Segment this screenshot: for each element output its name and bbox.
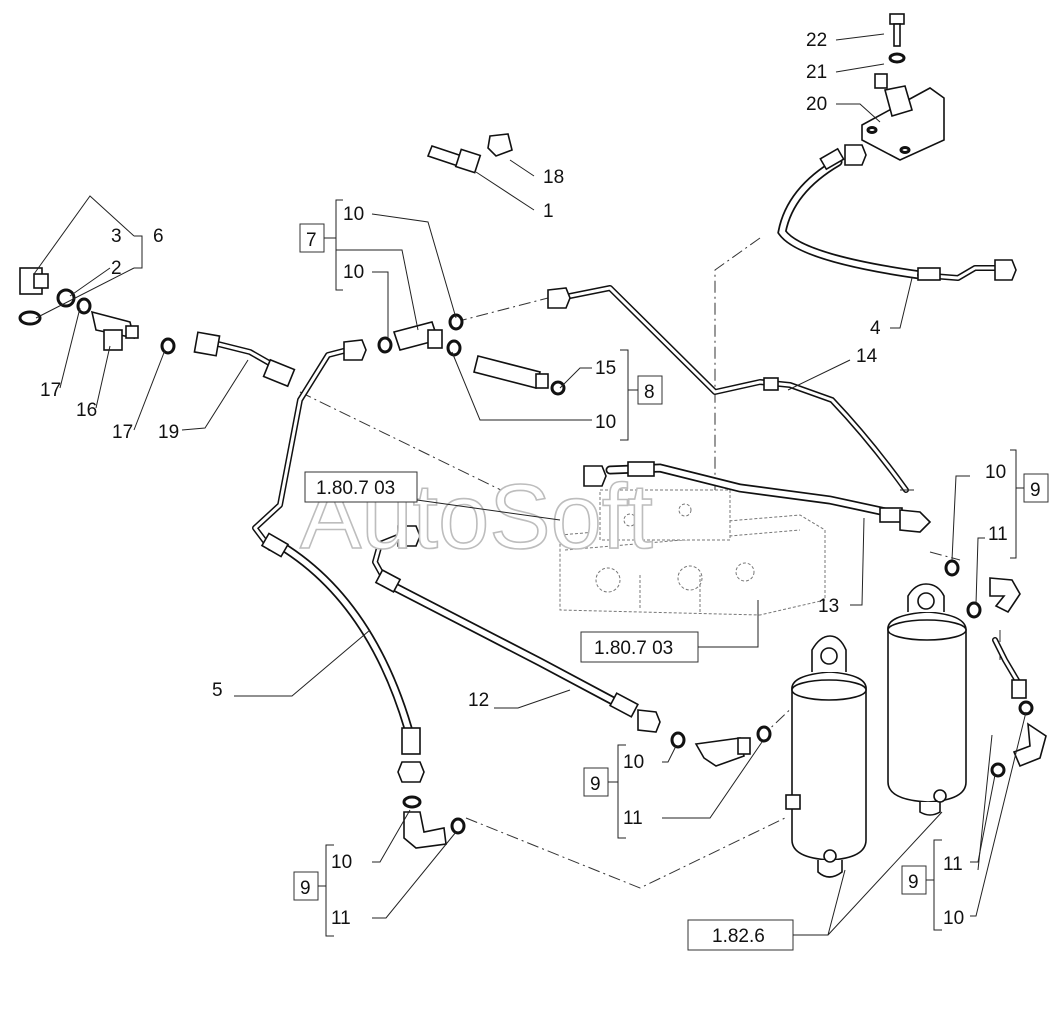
group-box-9-bottom-right: 9 xyxy=(901,839,942,931)
callout-5: 5 xyxy=(212,680,223,701)
pipe-14 xyxy=(547,285,914,493)
group-box-9-mid: 9 xyxy=(583,744,626,839)
ref-label-valve-bottom: 1.80.7 03 xyxy=(594,638,673,659)
group-box-8: 8 xyxy=(620,349,663,441)
callout-22: 22 xyxy=(806,30,827,51)
callout-11-right: 11 xyxy=(988,524,1008,545)
hose-4 xyxy=(777,144,1017,281)
hose-13 xyxy=(583,461,932,533)
callout-10-mid: 10 xyxy=(595,412,616,433)
group-box-7: 7 xyxy=(299,199,343,291)
callout-1: 1 xyxy=(543,201,554,222)
callout-9-bottom-right: 9 xyxy=(908,872,919,893)
ref-box-valve-top[interactable]: 1.80.7 03 xyxy=(304,471,418,503)
callout-10-left: 10 xyxy=(331,852,352,873)
callout-numbers: 22 21 20 18 1 3 6 2 10 10 4 14 15 10 17 … xyxy=(40,30,1008,929)
callout-11-left: 11 xyxy=(331,908,351,929)
callout-13: 13 xyxy=(818,596,839,617)
hose-right-cylinder xyxy=(992,637,1027,699)
hose-5 xyxy=(252,339,425,783)
callout-11-center: 11 xyxy=(623,808,643,829)
valve-block-ghost xyxy=(559,489,826,616)
fittings xyxy=(18,13,1047,849)
callout-19: 19 xyxy=(158,422,179,443)
callout-20: 20 xyxy=(806,94,827,115)
callout-10-top-a: 10 xyxy=(343,204,364,225)
hose-12 xyxy=(372,525,661,733)
callout-leaders xyxy=(33,33,1027,919)
callout-4: 4 xyxy=(870,318,881,339)
group-box-9-right: 9 xyxy=(1010,449,1049,559)
callout-10-bottom-right: 10 xyxy=(943,908,964,929)
callout-14: 14 xyxy=(856,346,878,367)
hose-left-upper xyxy=(193,331,296,388)
callout-9-left: 9 xyxy=(300,878,311,899)
ref-box-cylinders[interactable]: 1.82.6 xyxy=(687,919,794,951)
callout-8: 8 xyxy=(644,382,655,403)
callout-10-right: 10 xyxy=(985,462,1006,483)
group-box-9-left: 9 xyxy=(293,844,334,937)
callout-3: 3 xyxy=(111,226,122,247)
callout-11-bottom-right: 11 xyxy=(943,854,963,875)
callout-9-right: 9 xyxy=(1030,480,1041,501)
callout-6: 6 xyxy=(153,226,164,247)
cylinder-right xyxy=(887,583,967,816)
ref-box-valve-bottom[interactable]: 1.80.7 03 xyxy=(580,631,699,663)
ref-label-valve-top: 1.80.7 03 xyxy=(316,478,395,499)
callout-21: 21 xyxy=(806,62,827,83)
callout-2: 2 xyxy=(111,258,122,279)
callout-18: 18 xyxy=(543,167,564,188)
callout-17-b: 17 xyxy=(112,422,133,443)
watermark: AutoSoft xyxy=(300,466,653,568)
callout-10-center: 10 xyxy=(623,752,644,773)
ref-label-cylinders: 1.82.6 xyxy=(712,926,765,947)
callout-16: 16 xyxy=(76,400,97,421)
callout-9-mid: 9 xyxy=(590,774,601,795)
callout-10-top-b: 10 xyxy=(343,262,364,283)
callout-12: 12 xyxy=(468,690,489,711)
callout-7: 7 xyxy=(306,230,317,251)
callout-17-a: 17 xyxy=(40,380,61,401)
callout-15: 15 xyxy=(595,358,616,379)
cylinder-left xyxy=(785,635,867,878)
